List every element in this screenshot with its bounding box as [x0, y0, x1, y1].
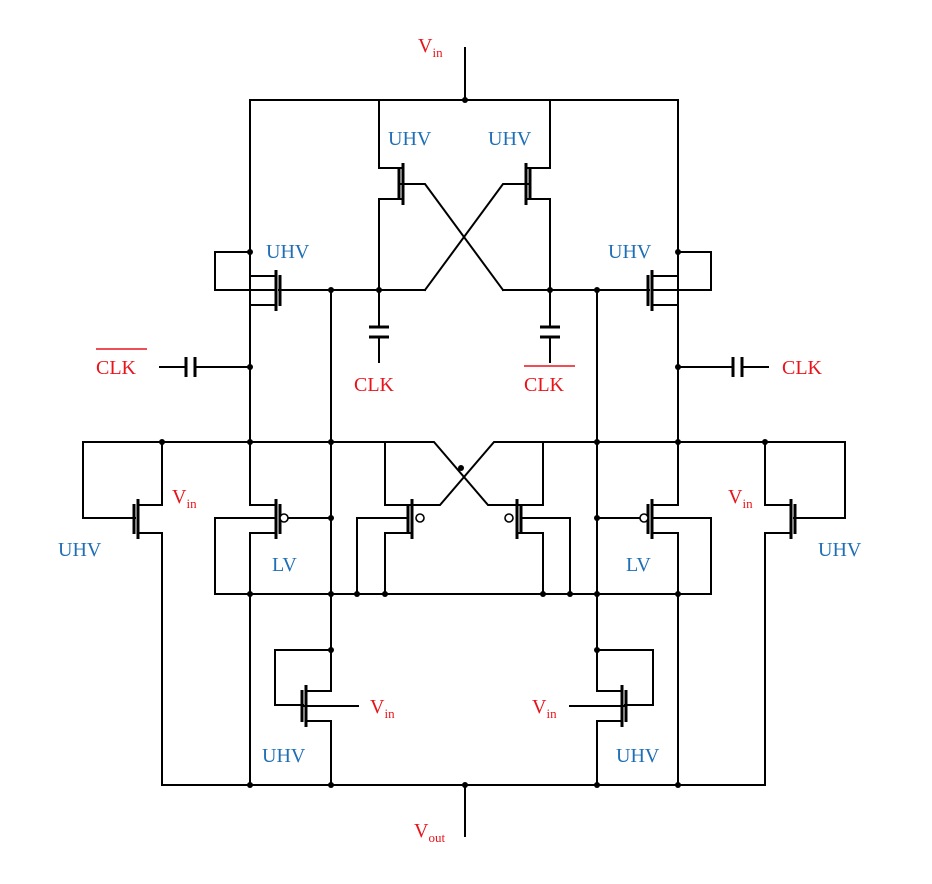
- capacitors: [184, 325, 744, 377]
- uhv-label-lower-right: UHV: [616, 745, 660, 767]
- uhv-label-mid-left: UHV: [58, 539, 102, 561]
- clk-label-right: CLK: [782, 357, 823, 379]
- uhv-label-upper-left: UHV: [266, 241, 310, 263]
- wires: [82, 47, 846, 837]
- vin-label-lower-left: Vin: [370, 696, 395, 721]
- lv-label-left: LV: [272, 554, 297, 576]
- uhv-label-mid-right: UHV: [818, 539, 862, 561]
- vout-label: Vout: [414, 820, 445, 845]
- vin-label-lower-right: Vin: [532, 696, 557, 721]
- clk-bar-label-center-right: CLK: [524, 374, 565, 396]
- vin-top-label: Vin: [418, 35, 443, 60]
- clk-label-center-left: CLK: [354, 374, 395, 396]
- uhv-label-top-right: UHV: [488, 128, 532, 150]
- vin-label-mid-left: Vin: [172, 486, 197, 511]
- pmos-bubbles: [279, 513, 649, 523]
- lv-label-right: LV: [626, 554, 651, 576]
- uhv-label-top-left: UHV: [388, 128, 432, 150]
- uhv-label-upper-right: UHV: [608, 241, 652, 263]
- uhv-label-lower-left: UHV: [262, 745, 306, 767]
- junction-dots: [159, 97, 768, 788]
- clk-bar-label-left: CLK: [96, 357, 137, 379]
- vin-label-mid-right: Vin: [728, 486, 753, 511]
- transistor-bodies: [132, 163, 797, 727]
